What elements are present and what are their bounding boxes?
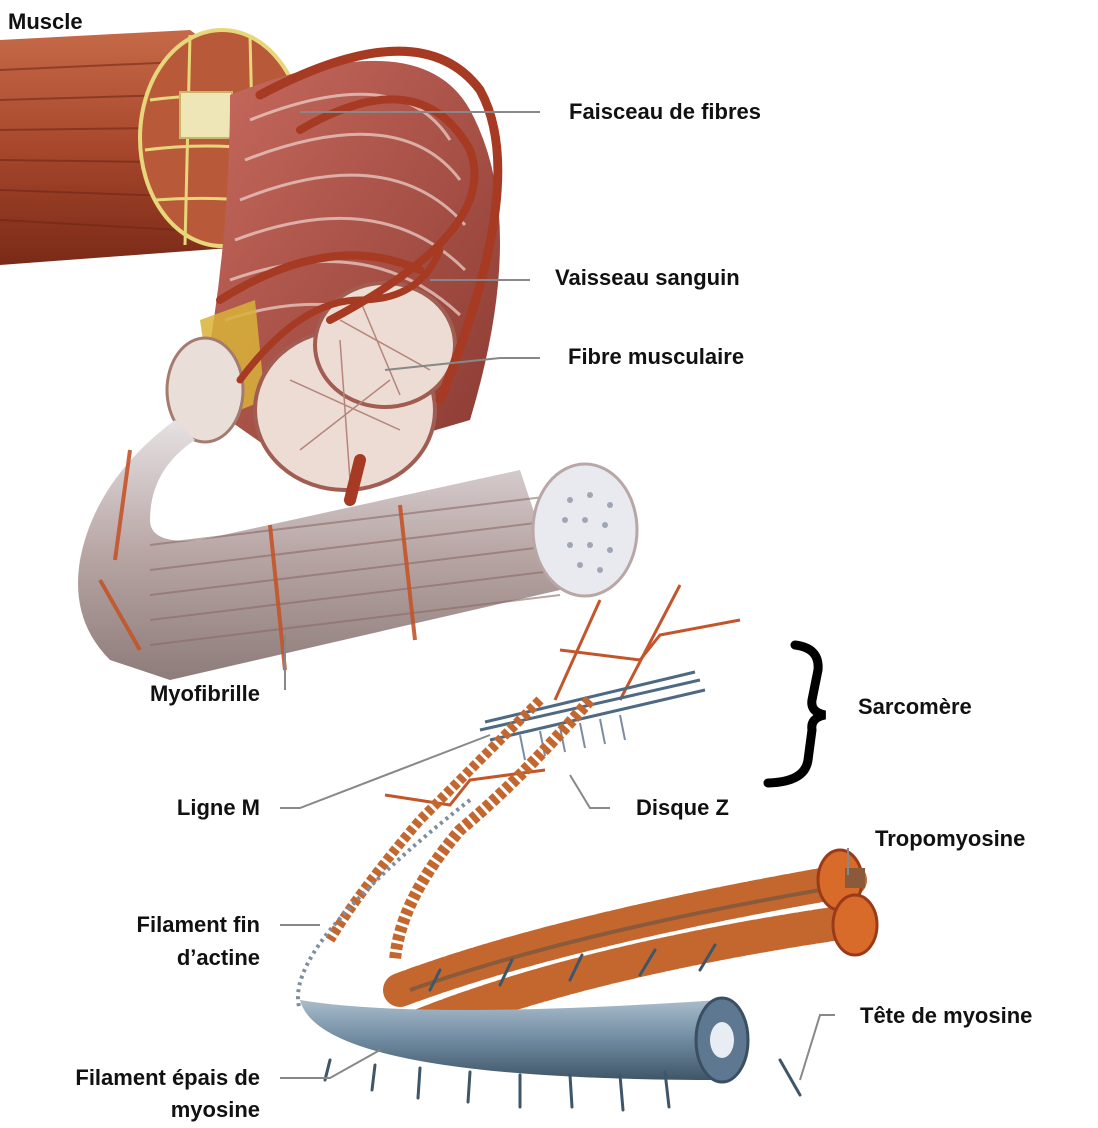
label-ligne-m: Ligne M [177,794,260,822]
label-d-actine: d’actine [177,944,260,972]
leader-tete-myosine [800,1015,835,1080]
label-filament-epais: Filament épais de [75,1064,260,1092]
label-myosine: myosine [171,1096,260,1124]
leader-ligne-m [280,735,490,808]
label-muscle: Muscle [8,8,83,36]
sarcomere-brace [768,645,825,783]
label-disque-z: Disque Z [636,794,729,822]
label-tete-de-myosine: Tête de myosine [860,1002,1032,1030]
label-filament-fin: Filament fin [137,911,260,939]
leader-disque-z [570,775,610,808]
label-myofibrille: Myofibrille [150,680,260,708]
filaments [300,850,877,1110]
label-tropomyosine: Tropomyosine [875,825,1025,853]
label-sarcomere: Sarcomère [858,693,972,721]
label-fibre-musculaire: Fibre musculaire [568,343,744,371]
label-vaisseau-sanguin: Vaisseau sanguin [555,264,740,292]
label-faisceau-de-fibres: Faisceau de fibres [569,98,761,126]
